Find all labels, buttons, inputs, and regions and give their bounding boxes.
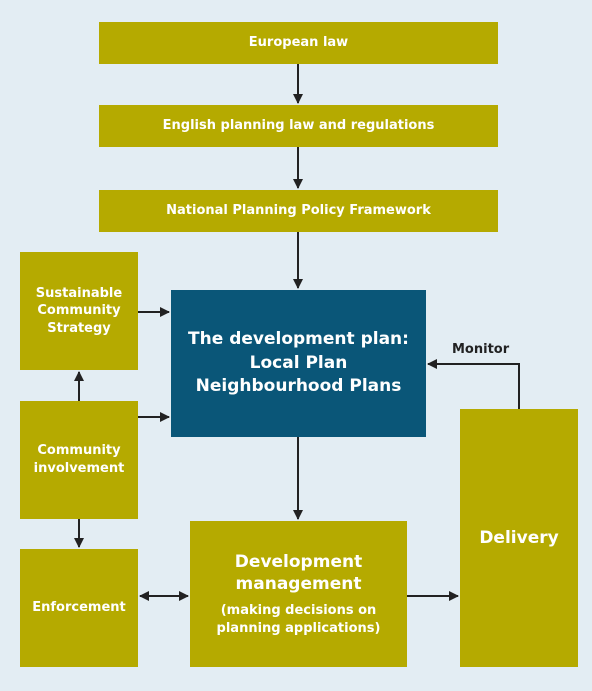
monitor-label: Monitor	[452, 342, 510, 357]
development-management-sub-1: (making decisions on	[220, 603, 377, 619]
development-management-title-1: Development	[234, 551, 363, 572]
european-law-label: European law	[248, 35, 349, 51]
sustainable-line-1: Sustainable	[35, 285, 123, 301]
european-law-box: European law	[99, 22, 498, 64]
development-management-box: Development management (making decisions…	[190, 521, 407, 667]
nppf-label: National Planning Policy Framework	[166, 203, 431, 219]
development-plan-line-3: Neighbourhood Plans	[195, 376, 402, 397]
development-plan-line-1: The development plan:	[188, 328, 409, 349]
development-plan-line-2: Local Plan	[249, 352, 348, 373]
sustainable-community-strategy-box: Sustainable Community Strategy	[20, 252, 138, 370]
development-plan-box: The development plan: Local Plan Neighbo…	[171, 290, 426, 437]
community-involvement-box: Community involvement	[20, 401, 138, 519]
arrow-monitor-delivery-to-devplan	[427, 359, 520, 409]
english-planning-law-label: English planning law and regulations	[162, 118, 435, 134]
sustainable-line-2: Community	[37, 303, 121, 319]
delivery-box: Delivery	[460, 409, 578, 667]
sustainable-line-3: Strategy	[47, 320, 111, 336]
nppf-box: National Planning Policy Framework	[99, 190, 498, 232]
enforcement-label: Enforcement	[32, 600, 126, 616]
development-management-sub-2: planning applications)	[216, 620, 381, 636]
delivery-label: Delivery	[479, 527, 559, 548]
enforcement-box: Enforcement	[20, 549, 138, 667]
english-planning-law-box: English planning law and regulations	[99, 105, 498, 147]
community-involvement-line-2: involvement	[33, 461, 125, 476]
community-involvement-line-1: Community	[37, 443, 121, 459]
development-management-title-2: management	[235, 574, 362, 595]
